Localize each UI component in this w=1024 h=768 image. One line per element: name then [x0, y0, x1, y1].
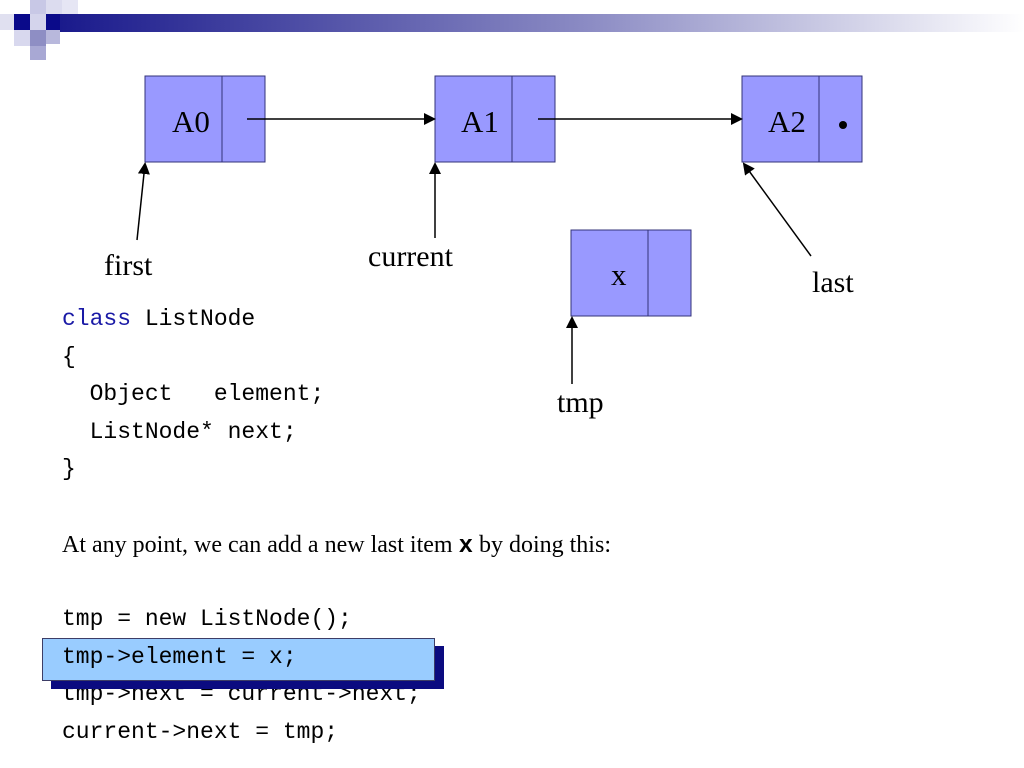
node-a2: A2 — [741, 75, 863, 163]
node-a0-label: A0 — [172, 104, 210, 139]
step-line-2: tmp->element = x; — [62, 644, 297, 670]
class-code-close-brace: } — [62, 456, 76, 482]
node-x: x — [570, 229, 692, 317]
highlight-box — [42, 638, 435, 681]
node-a1: A1 — [434, 75, 556, 163]
node-x-label: x — [611, 257, 627, 292]
arrow-first — [136, 162, 150, 241]
explanation-var: x — [458, 533, 473, 560]
class-keyword: class — [62, 306, 132, 332]
null-pointer-dot — [839, 121, 847, 129]
arrow-last — [742, 162, 812, 257]
node-a0: A0 — [144, 75, 266, 163]
node-a1-label: A1 — [461, 104, 499, 139]
explanation-after: by doing this: — [472, 532, 611, 558]
header-decoration — [0, 0, 1024, 60]
step-line-4: current->next = tmp; — [62, 719, 339, 745]
explanation-before: At any point, we can add a new last item — [62, 532, 459, 558]
class-name: ListNode — [131, 306, 256, 332]
step-line-1: tmp = new ListNode(); — [62, 606, 352, 632]
pointer-label-current: current — [368, 240, 453, 273]
class-code-line-0: class ListNode — [62, 308, 255, 331]
node-a2-label: A2 — [768, 104, 806, 139]
class-code-line-2: ListNode* next; — [62, 419, 297, 445]
class-code-open-brace: { — [62, 344, 76, 370]
class-code-line-1: Object element; — [62, 381, 325, 407]
pointer-label-last: last — [812, 266, 854, 299]
pointer-label-first: first — [104, 249, 153, 282]
explanation-text: At any point, we can add a new last item… — [62, 532, 611, 560]
pointer-label-tmp: tmp — [557, 386, 604, 419]
